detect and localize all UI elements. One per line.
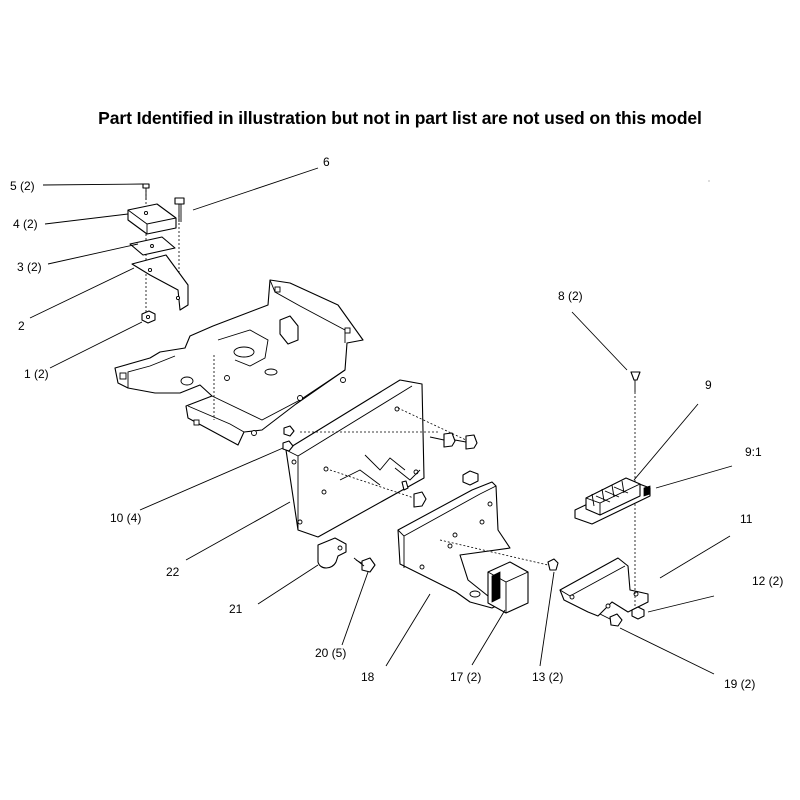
callout-5: 5 (2) bbox=[10, 179, 35, 193]
callout-13: 13 (2) bbox=[532, 670, 563, 684]
callout-1: 1 (2) bbox=[24, 367, 49, 381]
nut-part-12 bbox=[631, 606, 645, 620]
callout-21: 21 bbox=[229, 602, 243, 616]
bolt-part-19 bbox=[599, 613, 623, 627]
callout-18: 18 bbox=[361, 670, 375, 684]
callout-3: 3 (2) bbox=[17, 260, 42, 274]
callout-labels: 5 (2) 6 4 (2) 3 (2) 2 1 (2) 8 (2) 9 9:1 … bbox=[10, 155, 783, 691]
terminal-block-part-9 bbox=[574, 477, 651, 525]
block-part-4 bbox=[127, 203, 177, 235]
leader-lines bbox=[29, 167, 733, 675]
upper-left-parts-stack bbox=[127, 183, 215, 420]
scan-speck bbox=[708, 180, 710, 182]
bracket-part-11 bbox=[559, 557, 649, 617]
callout-19: 19 (2) bbox=[724, 677, 755, 691]
screw-part-5 bbox=[142, 183, 150, 200]
callout-4: 4 (2) bbox=[13, 217, 38, 231]
bolt-10-upper bbox=[283, 425, 295, 437]
callout-9-1: 9:1 bbox=[745, 445, 762, 459]
main-mounting-plate bbox=[114, 279, 364, 446]
callout-12: 12 (2) bbox=[752, 574, 783, 588]
callout-9: 9 bbox=[705, 378, 712, 392]
nut-part-1 bbox=[141, 310, 156, 324]
bracket-part-18 bbox=[397, 481, 511, 609]
screw-part-13 bbox=[439, 539, 559, 571]
callout-2: 2 bbox=[18, 319, 25, 333]
bolt-middle bbox=[401, 480, 427, 508]
shim-part-3 bbox=[129, 236, 176, 256]
bolt-upper-right-a bbox=[429, 432, 456, 448]
bolt-upper-right-b bbox=[454, 434, 478, 450]
bolt-part-6 bbox=[174, 197, 185, 222]
bolt-part-20 bbox=[353, 557, 376, 573]
bracket-part-2 bbox=[131, 254, 189, 311]
callout-6: 6 bbox=[323, 155, 330, 169]
callout-22: 22 bbox=[166, 565, 180, 579]
bolt-right-top bbox=[462, 470, 479, 486]
callout-8: 8 (2) bbox=[558, 289, 583, 303]
callout-10: 10 (4) bbox=[110, 511, 141, 525]
relay-part-17 bbox=[487, 561, 529, 614]
callout-20: 20 (5) bbox=[315, 646, 346, 660]
callout-11: 11 bbox=[740, 512, 753, 526]
clip-part-21 bbox=[317, 537, 347, 569]
plate-bolts bbox=[282, 407, 479, 508]
diagram-title: Part Identified in illustration but not … bbox=[98, 108, 702, 128]
vertical-plate-part-22 bbox=[285, 379, 425, 538]
callout-17: 17 (2) bbox=[450, 670, 481, 684]
